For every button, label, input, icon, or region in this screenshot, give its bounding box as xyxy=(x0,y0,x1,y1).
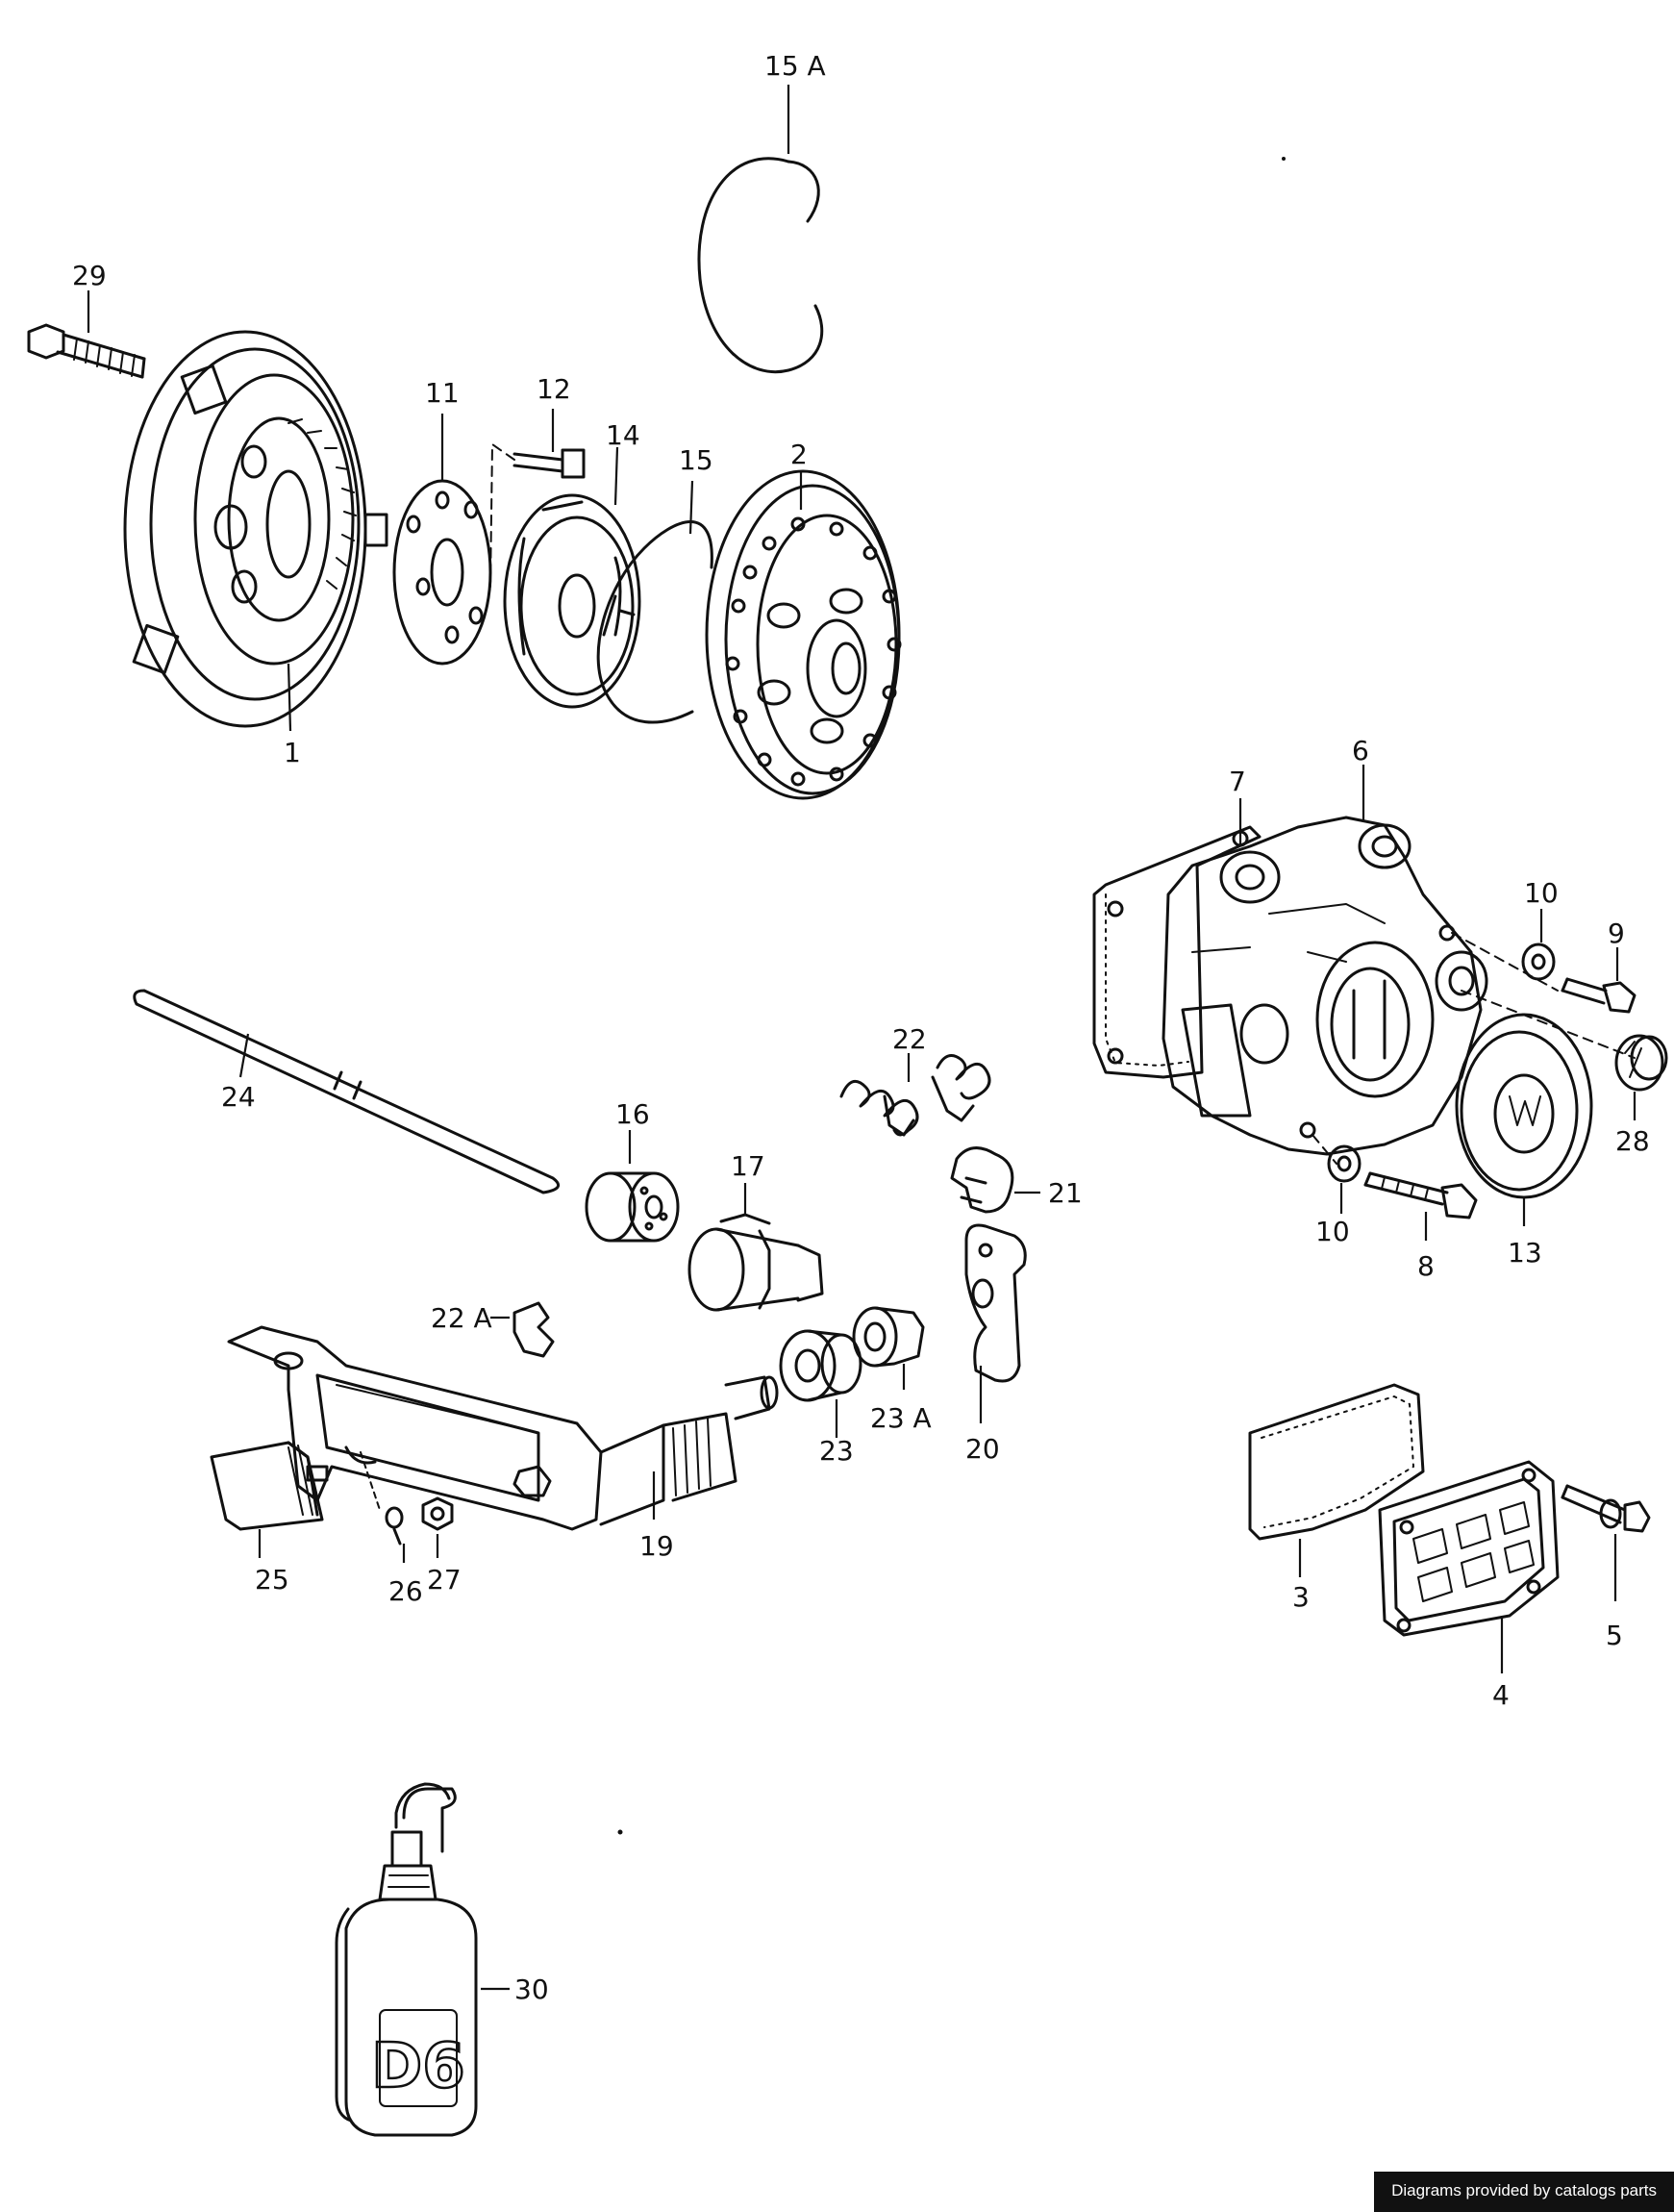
label-5: 5 xyxy=(1606,1620,1623,1651)
label-24: 24 xyxy=(221,1081,256,1113)
label-22a: 22 A xyxy=(431,1302,492,1334)
bushing-23a xyxy=(852,1306,925,1368)
gasket-3 xyxy=(1248,1383,1425,1541)
label-15a: 15 A xyxy=(764,50,826,82)
stray-dot xyxy=(617,1829,623,1835)
label-21: 21 xyxy=(1048,1177,1083,1209)
label-16: 16 xyxy=(615,1098,650,1130)
label-8: 8 xyxy=(1417,1250,1435,1282)
sleeve-17 xyxy=(687,1213,824,1312)
plate-11 xyxy=(392,479,492,666)
cap-13 xyxy=(1455,1013,1593,1199)
label-1: 1 xyxy=(284,737,301,768)
label-30: 30 xyxy=(514,1973,549,2005)
oil-bottle-30 xyxy=(335,1782,478,2137)
leader-14 xyxy=(613,446,619,506)
springs-22 xyxy=(839,1054,991,1137)
label-10-lower: 10 xyxy=(1315,1216,1350,1247)
label-19: 19 xyxy=(639,1530,674,1562)
label-10-upper: 10 xyxy=(1524,877,1559,909)
label-28: 28 xyxy=(1615,1125,1650,1157)
bushing-23 xyxy=(779,1329,862,1402)
label-14: 14 xyxy=(606,419,640,451)
lever-20 xyxy=(964,1223,1027,1383)
bolt-29 xyxy=(27,323,146,379)
label-7: 7 xyxy=(1229,766,1246,797)
label-11: 11 xyxy=(425,377,460,409)
cover-4 xyxy=(1378,1460,1560,1637)
label-15: 15 xyxy=(679,444,713,476)
ring-15 xyxy=(596,520,713,724)
label-6: 6 xyxy=(1352,735,1369,767)
bolt-5 xyxy=(1561,1484,1651,1533)
clutch-disc-2 xyxy=(705,469,902,800)
label-9: 9 xyxy=(1608,917,1625,949)
label-3: 3 xyxy=(1292,1581,1310,1613)
part-labels: 15 A 29 11 12 14 15 2 1 7 6 10 9 28 10 8… xyxy=(72,50,1650,2005)
label-23: 23 xyxy=(819,1435,854,1467)
leader-15 xyxy=(688,480,694,535)
label-25: 25 xyxy=(255,1564,289,1596)
label-2: 2 xyxy=(790,439,808,470)
screw-12 xyxy=(489,443,586,588)
label-4: 4 xyxy=(1492,1679,1510,1711)
pressure-plate-1 xyxy=(123,330,388,728)
clip-21 xyxy=(950,1146,1014,1214)
label-20: 20 xyxy=(965,1433,1000,1465)
label-26: 26 xyxy=(388,1575,423,1607)
pin-26 xyxy=(360,1451,404,1546)
shaft-24 xyxy=(133,989,561,1194)
washer-10-upper xyxy=(1521,943,1556,981)
clip-22a xyxy=(512,1301,555,1358)
bolt-9 xyxy=(1561,977,1637,1014)
leader-24 xyxy=(238,1033,250,1078)
nut-27 xyxy=(421,1496,454,1531)
stray-dot xyxy=(1282,157,1286,161)
weight-25 xyxy=(210,1441,329,1531)
housing-6 xyxy=(1162,816,1636,1165)
bushing-16 xyxy=(585,1171,680,1243)
label-23a: 23 A xyxy=(870,1402,932,1434)
disc-14 xyxy=(503,493,641,709)
label-12: 12 xyxy=(537,373,571,405)
bottle-marking: D6 xyxy=(371,2031,465,2102)
label-13: 13 xyxy=(1508,1237,1542,1269)
credit-footer: Diagrams provided by catalogs parts xyxy=(1374,2172,1674,2212)
label-22: 22 xyxy=(892,1023,927,1055)
label-17: 17 xyxy=(731,1150,765,1182)
leader-1 xyxy=(287,663,292,732)
gasket-7 xyxy=(1092,825,1262,1079)
snap-ring-15a xyxy=(697,157,824,374)
label-27: 27 xyxy=(427,1564,462,1596)
release-lever-19 xyxy=(227,1325,779,1531)
bolt-8 xyxy=(1363,1171,1478,1219)
label-29: 29 xyxy=(72,260,107,291)
plug-28 xyxy=(1614,1034,1668,1092)
washer-10-lower xyxy=(1327,1144,1362,1183)
